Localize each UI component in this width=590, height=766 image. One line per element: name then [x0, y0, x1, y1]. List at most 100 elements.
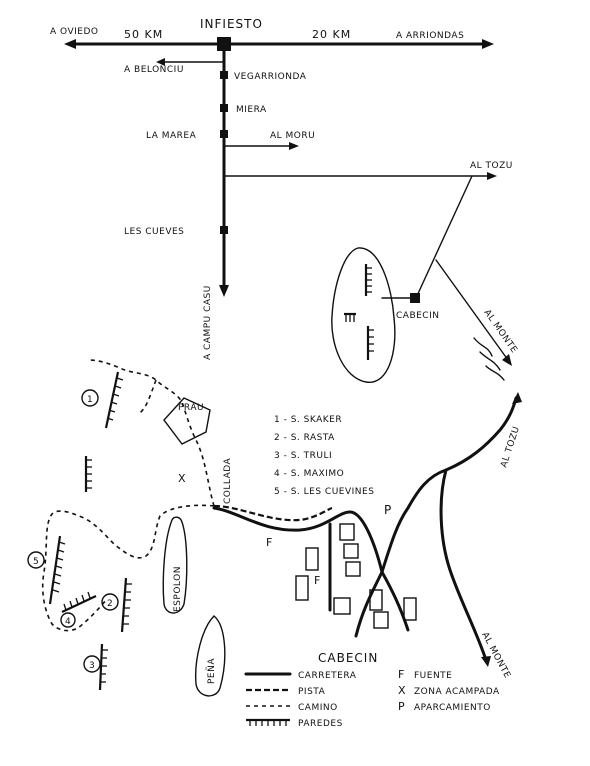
- arrow-oviedo-icon: [64, 39, 76, 49]
- arrow-detail-monte-icon: [481, 656, 491, 667]
- arrow-al-monte-icon: [502, 354, 512, 366]
- legend-wall-symbol: [246, 718, 290, 726]
- wall-sector-2: [120, 577, 132, 633]
- les-cuevues-marker: [220, 226, 228, 234]
- building: [305, 547, 319, 571]
- label-detail-al-tozu: AL TOZU: [499, 425, 522, 469]
- building: [403, 597, 417, 621]
- detail-track: [213, 504, 333, 522]
- detail-road-tozu: [380, 396, 518, 574]
- legend-path-label: CAMINO: [298, 703, 338, 713]
- building: [369, 589, 383, 611]
- wall-sector-3: [98, 643, 108, 691]
- sector-marker-2: 2: [101, 593, 119, 611]
- sector-item: 4 - S. MAXIMO: [274, 469, 344, 479]
- sector-item: 3 - S. TRULI: [274, 451, 332, 461]
- cabecin-marker: [410, 293, 420, 303]
- vegarrionda-marker: [220, 71, 228, 79]
- legend-title: CABECIN: [318, 651, 378, 665]
- schematic-road-map: INFIESTO A OVIEDO 50 KM 20 KM A ARRIONDA…: [50, 17, 519, 383]
- building: [295, 575, 309, 601]
- legend-track-label: PISTA: [298, 687, 326, 697]
- svg-text:4: 4: [65, 617, 71, 627]
- legend-fuente-symbol: F: [398, 668, 405, 681]
- detail-road-spur2: [380, 570, 410, 632]
- label-a-beloncio: A BELONCIU: [124, 65, 184, 75]
- building: [345, 561, 361, 577]
- pena-outline: [194, 615, 226, 697]
- label-prau: PRAU: [178, 403, 204, 413]
- detail-road-spur1: [354, 570, 384, 638]
- label-infiesto: INFIESTO: [200, 17, 263, 31]
- la-marea-marker: [220, 130, 228, 138]
- label-vegarrionda: VEGARRIONDA: [234, 72, 307, 82]
- sector-item: 1 - S. SKAKER: [274, 415, 342, 425]
- legend-camp-symbol: X: [398, 684, 407, 697]
- legend-parking-symbol: P: [398, 700, 406, 713]
- label-collada: COLLADA: [223, 457, 233, 504]
- legend-road-label: CARRETERA: [298, 671, 357, 681]
- arrow-campu-casu-icon: [219, 285, 229, 297]
- legend-wall-label: PAREDES: [298, 719, 343, 729]
- building: [339, 523, 355, 541]
- arrow-al-tozu-icon: [487, 172, 497, 180]
- legend: CABECIN CARRETERA PISTA CAMINO PAREDES F…: [244, 651, 500, 729]
- label-a-arriondas: A ARRIONDAS: [396, 31, 464, 41]
- fuente-marker-village: F: [314, 574, 321, 587]
- village-buildings: [295, 523, 417, 629]
- parking-marker: P: [384, 503, 392, 517]
- label-miera: MIERA: [236, 105, 267, 115]
- svg-text:2: 2: [107, 599, 113, 609]
- detail-road-monte: [439, 468, 488, 662]
- label-les-cuevues: LES CUEVES: [124, 227, 184, 237]
- sector-marker-3: 3: [83, 655, 101, 673]
- label-al-tozu: AL TOZU: [470, 161, 513, 171]
- sector-item: 5 - S. LES CUEVINES: [274, 487, 374, 497]
- wall-sector-1: [104, 371, 124, 429]
- path-sector1: [137, 379, 157, 415]
- cabecin-mountain-outline: [331, 247, 396, 383]
- arrow-detail-tozu-icon: [512, 392, 522, 404]
- road-tozu-cabecin: [415, 175, 473, 299]
- label-a-oviedo: A OVIEDO: [50, 27, 98, 37]
- espolon-outline: [162, 516, 188, 614]
- wall-sector-4: [61, 591, 97, 613]
- label-dist-arriondas: 20 KM: [312, 28, 351, 41]
- building: [373, 611, 389, 629]
- legend-parking-label: APARCAMIENTO: [414, 703, 491, 713]
- label-la-marea: LA MAREA: [146, 131, 197, 141]
- arrow-al-moru-icon: [289, 142, 299, 150]
- sector-item: 2 - S. RASTA: [274, 433, 335, 443]
- label-a-campu-casu: A CAMPU CASU: [203, 285, 213, 360]
- road-al-monte: [435, 259, 509, 361]
- label-cabecin: CABECIN: [396, 311, 439, 321]
- sector-marker-4: 4: [60, 612, 76, 628]
- detail-map: AL TOZU AL MONTE PRAU X COLLADA ESPOLON …: [27, 359, 522, 697]
- wall-sector-unnamed: [84, 456, 92, 492]
- legend-fuente-label: FUENTE: [414, 671, 452, 681]
- building: [333, 597, 351, 615]
- legend-camp-label: ZONA ACAMPADA: [414, 687, 500, 697]
- miera-marker: [220, 104, 228, 112]
- path-to-prau: [87, 359, 215, 507]
- infiesto-marker: [217, 37, 231, 51]
- cabecin-walls: [344, 264, 374, 360]
- svg-text:3: 3: [89, 661, 95, 671]
- camp-marker-icon: X: [178, 472, 187, 485]
- building: [343, 543, 359, 559]
- detail-road: [212, 506, 384, 574]
- wall-sector-5: [48, 535, 66, 605]
- scribble-mark: [473, 337, 505, 381]
- arrow-arriondas-icon: [482, 39, 494, 49]
- arrow-beloncio-icon: [156, 58, 165, 66]
- label-dist-oviedo: 50 KM: [124, 28, 163, 41]
- label-pena: PEÑA: [206, 658, 217, 684]
- label-espolon: ESPOLON: [173, 566, 183, 612]
- sector-list: 1 - S. SKAKER 2 - S. RASTA 3 - S. TRULI …: [274, 415, 374, 497]
- sector-marker-1: 1: [81, 389, 99, 407]
- sector-marker-5: 5: [27, 551, 45, 569]
- svg-text:1: 1: [87, 395, 93, 405]
- prau-outline: [163, 397, 211, 445]
- fuente-marker-road: F: [266, 536, 273, 549]
